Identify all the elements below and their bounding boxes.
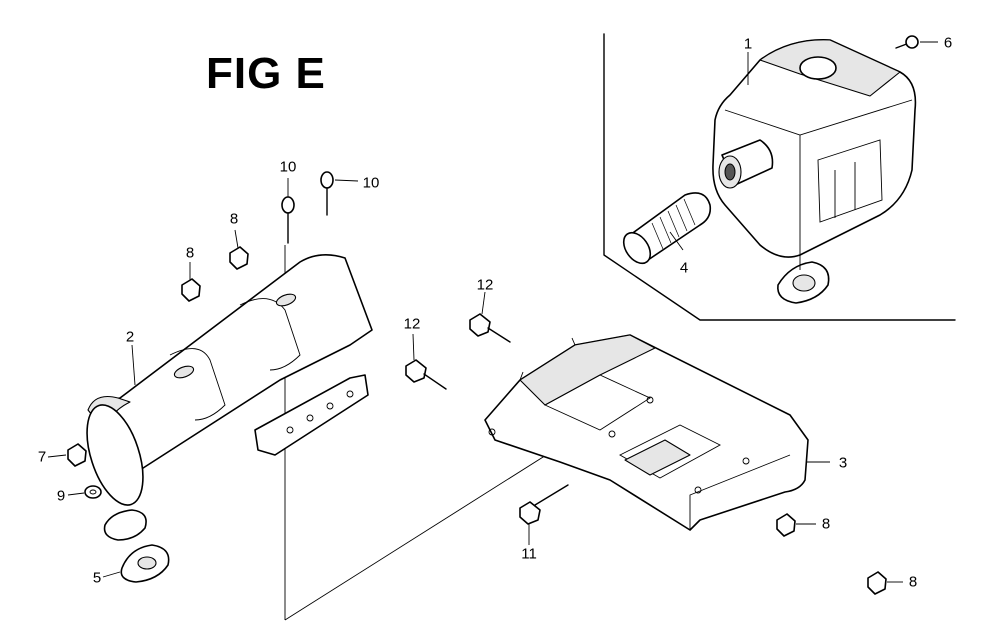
callout-7: 7 — [37, 448, 47, 466]
bolt-12-lower — [405, 333, 447, 390]
bolt-12-upper — [469, 291, 511, 343]
callout-leaders — [131, 52, 830, 463]
figure-title: FIG E — [206, 49, 326, 98]
callout-4: 4 — [679, 259, 689, 277]
callout-8-left: 8 — [185, 244, 195, 262]
muffler-protector-part — [86, 254, 373, 541]
spark-arrester-part — [622, 192, 712, 265]
callout-8-stay: 8 — [821, 515, 831, 533]
washer-9 — [67, 485, 102, 499]
callout-6: 6 — [943, 34, 953, 52]
callout-8-corner: 8 — [908, 573, 918, 591]
nut-8-left — [181, 262, 201, 302]
callout-12-upper: 12 — [476, 276, 494, 294]
nut-7 — [47, 443, 87, 467]
callout-10-left: 10 — [279, 158, 297, 176]
screw-6 — [895, 35, 938, 49]
bolt-11 — [519, 484, 569, 545]
callout-8-center: 8 — [229, 210, 239, 228]
gasket-5 — [102, 544, 170, 583]
callout-11: 11 — [521, 545, 537, 563]
callout-3: 3 — [838, 454, 848, 472]
nut-8-corner — [867, 571, 903, 595]
nut-8-stay — [776, 513, 816, 537]
callout-5: 5 — [92, 569, 102, 587]
nut-8-center — [229, 229, 249, 270]
muffler-part — [712, 39, 917, 304]
callout-9: 9 — [56, 487, 66, 505]
inset-frame — [603, 33, 956, 321]
muffler-stay-part — [484, 334, 809, 531]
callout-10-right: 10 — [362, 174, 380, 192]
bolt-10-right — [320, 171, 359, 216]
callout-2: 2 — [125, 328, 135, 346]
callout-1: 1 — [743, 35, 753, 53]
callout-12-lower: 12 — [403, 315, 421, 333]
bolt-10-left — [281, 178, 295, 244]
